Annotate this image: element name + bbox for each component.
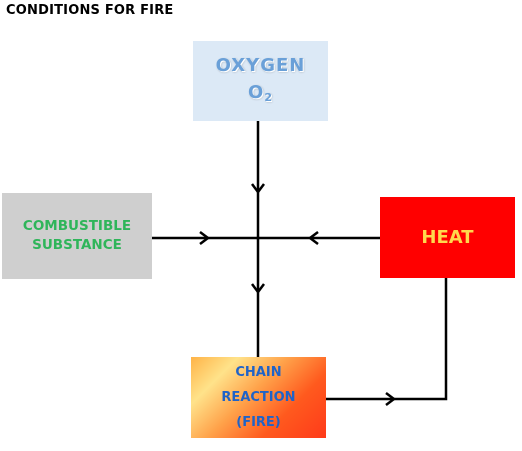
oxygen-formula-base: O xyxy=(248,81,265,103)
chain-label-line2: REACTION xyxy=(221,390,296,405)
chain-reaction-node: CHAIN REACTION (FIRE) xyxy=(191,357,326,438)
heat-node: HEAT xyxy=(380,197,515,278)
oxygen-label: OXYGEN xyxy=(215,54,306,76)
combustible-label-line1: COMBUSTIBLE xyxy=(22,218,132,234)
diagram-title: CONDITIONS FOR FIRE xyxy=(6,3,174,18)
arrowhead-right-bottom xyxy=(385,392,397,406)
oxygen-formula: O2 xyxy=(248,79,273,111)
combustible-label-line2: SUBSTANCE xyxy=(32,237,122,253)
oxygen-node: OXYGEN O2 xyxy=(193,41,328,121)
oxygen-formula-subscript: 2 xyxy=(264,90,273,104)
arrowhead-down-upper xyxy=(251,183,265,195)
combustible-substance-node: COMBUSTIBLE SUBSTANCE xyxy=(2,193,152,279)
arrowhead-down-lower xyxy=(251,283,265,295)
chain-label-line1: CHAIN xyxy=(235,365,282,380)
chain-label-line3: (FIRE) xyxy=(236,415,281,430)
chain-to-heat-loop-line xyxy=(324,276,448,401)
arrowhead-left-right xyxy=(307,231,319,245)
heat-label: HEAT xyxy=(421,227,474,248)
arrowhead-right-left xyxy=(199,231,211,245)
